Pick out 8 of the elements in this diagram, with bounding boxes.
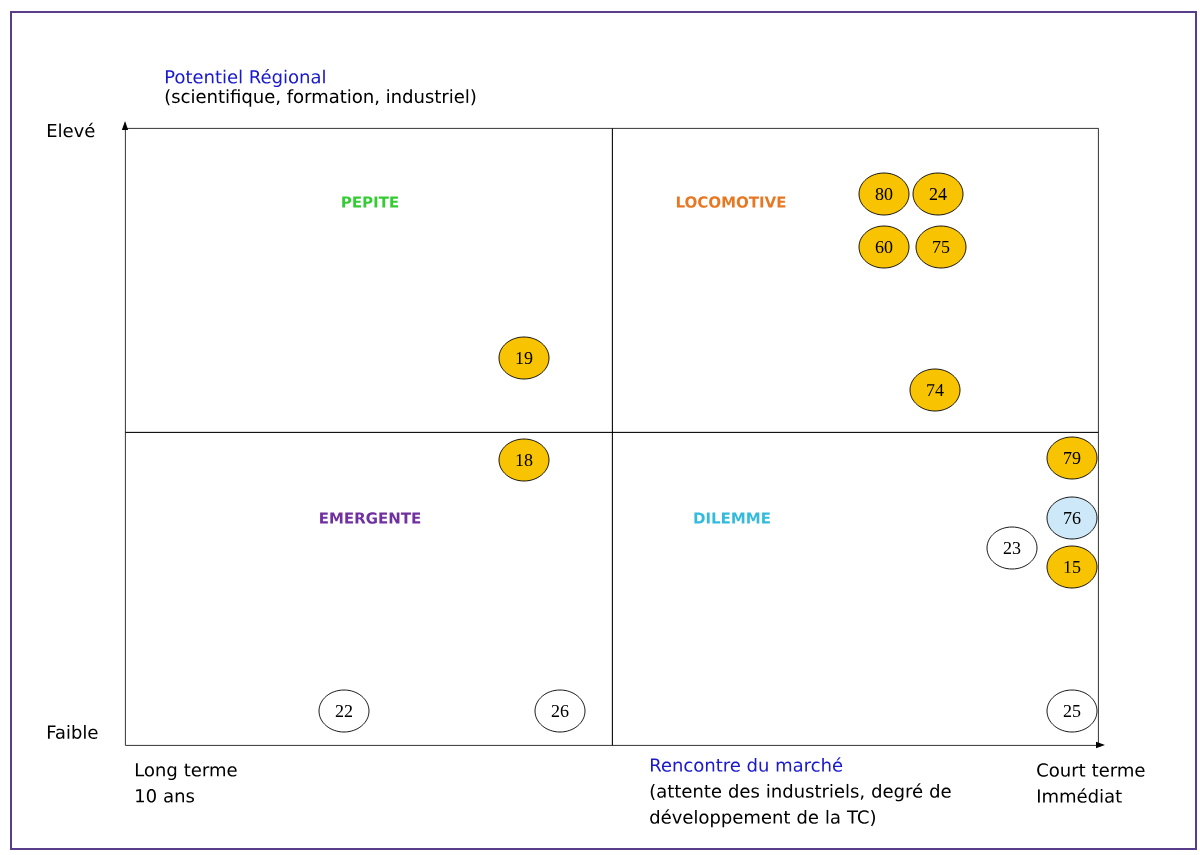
axis-title: Potentiel Régional xyxy=(166,68,325,88)
axis-end-label: Court terme Immédiat xyxy=(1037,763,1145,803)
axis-end-label: Long terme 10 ans xyxy=(135,763,237,803)
axis-title: Rencontre du marché xyxy=(651,757,843,772)
axis-subtitle: (attente des industriels, degré de développement de la TC) xyxy=(650,783,951,828)
axis-end-label: Faible xyxy=(47,725,98,739)
axis-end-label: Elevé xyxy=(47,122,95,138)
axis-subtitle: (scientifique, formation, industriel) xyxy=(165,89,476,107)
